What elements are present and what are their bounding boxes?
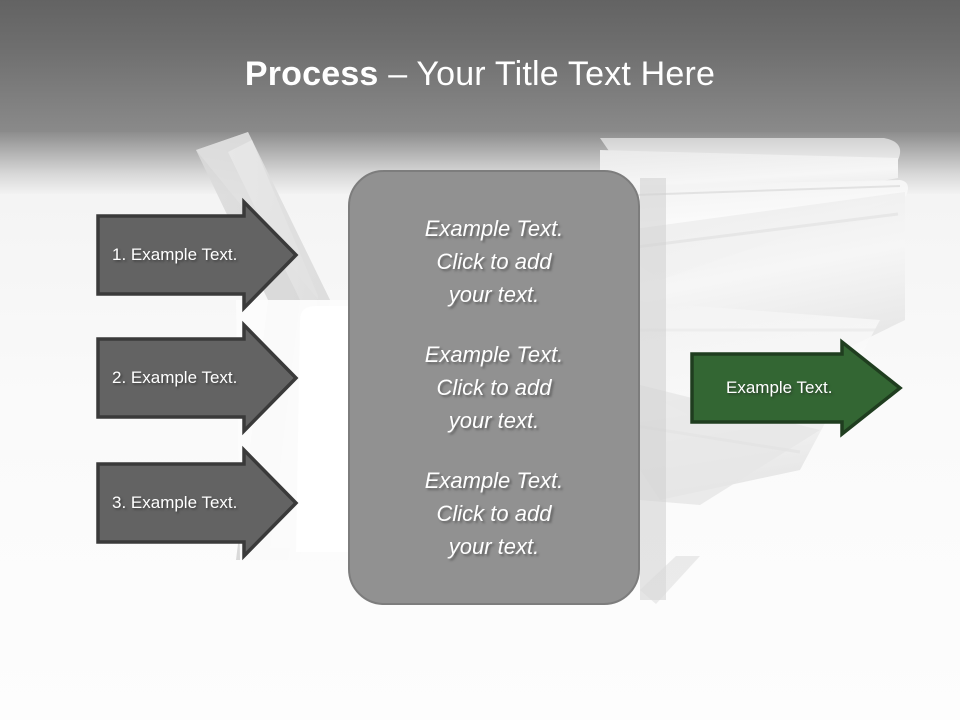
header-gradient-band — [0, 0, 960, 132]
slide-title: Process – Your Title Text Here — [0, 52, 960, 96]
output-arrow-shape — [690, 338, 903, 438]
input-arrow-2-shape — [96, 320, 299, 436]
input-arrow-2[interactable]: 2. Example Text. — [96, 320, 299, 436]
input-arrow-3-shape — [96, 445, 299, 561]
input-arrow-1-shape — [96, 197, 299, 313]
center-panel-block-1: Example Text. Click to add your text. — [424, 215, 564, 307]
background-panel-shadow — [640, 178, 700, 604]
center-panel-block-3: Example Text. Click to add your text. — [424, 468, 564, 560]
center-content-panel[interactable]: Example Text. Click to add your text. Ex… — [348, 170, 640, 605]
slide-title-rest: – Your Title Text Here — [378, 55, 716, 93]
slide-title-bold: Process — [244, 55, 379, 93]
input-arrow-1[interactable]: 1. Example Text. — [96, 197, 299, 313]
output-arrow[interactable]: Example Text. — [690, 338, 903, 438]
input-arrow-3[interactable]: 3. Example Text. — [96, 445, 299, 561]
center-panel-block-2: Example Text. Click to add your text. — [424, 341, 564, 433]
